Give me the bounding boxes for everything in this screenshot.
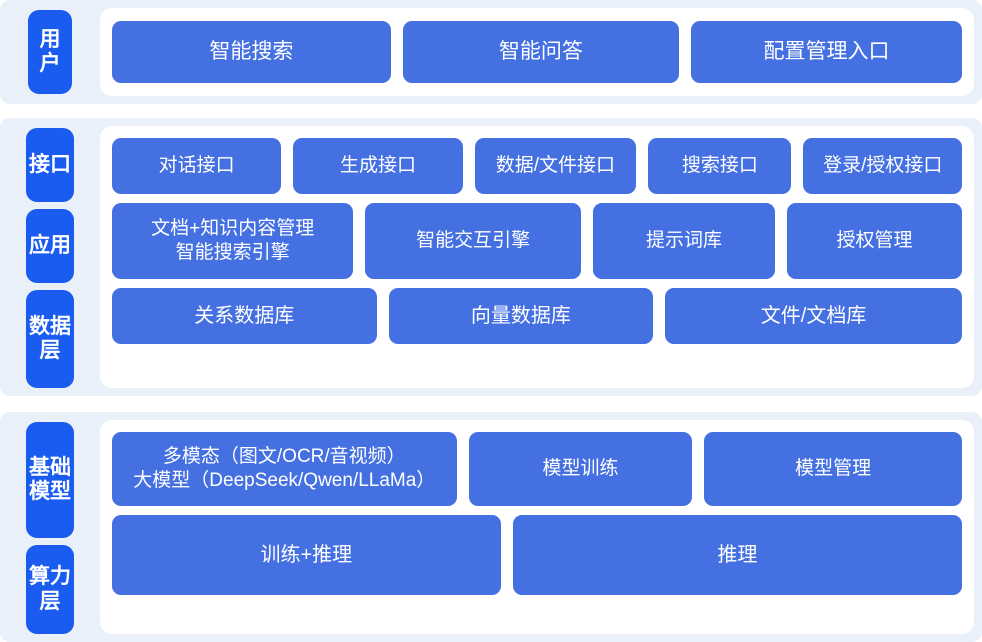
layer-tab-interface[interactable]: 接口 [26, 128, 74, 202]
node-label: 文件/文档库 [760, 304, 867, 327]
node-vector-database[interactable]: 向量数据库 [388, 288, 654, 344]
node-search-interface[interactable]: 搜索接口 [648, 138, 792, 194]
node-label: 数据/文件接口 [495, 155, 616, 177]
layer-tab-user[interactable]: 用户 [28, 10, 72, 94]
node-label-line1: 多模态（图文/OCR/音视频） [162, 445, 406, 467]
node-label: 向量数据库 [470, 304, 571, 327]
node-smart-search[interactable]: 智能搜索 [112, 21, 391, 83]
node-label: 授权管理 [836, 230, 913, 252]
node-config-management-entry[interactable]: 配置管理入口 [690, 21, 962, 83]
card-user: 智能搜索 智能问答 配置管理入口 [100, 8, 974, 96]
node-smart-interaction-engine[interactable]: 智能交互引擎 [365, 203, 581, 279]
node-document-knowledge-management[interactable]: 文档+知识内容管理 智能搜索引擎 [112, 203, 354, 279]
node-smart-qa[interactable]: 智能问答 [402, 21, 679, 83]
row-applications: 文档+知识内容管理 智能搜索引擎 智能交互引擎 提示词库 授权管理 [112, 203, 962, 279]
node-label: 智能交互引擎 [416, 230, 531, 252]
tab-column-middle: 接口 应用 数据层 [0, 118, 100, 396]
node-label: 智能搜索 [209, 40, 294, 64]
row-user-entries: 智能搜索 智能问答 配置管理入口 [112, 21, 962, 83]
node-label: 登录/授权接口 [823, 155, 943, 177]
node-data-file-interface[interactable]: 数据/文件接口 [474, 138, 637, 194]
section-middle: 接口 应用 数据层 对话接口 生成接口 数据/文件接口 搜索接口 登录/授权接 [0, 118, 982, 396]
section-user: 用户 智能搜索 智能问答 配置管理入口 [0, 0, 982, 104]
row-interfaces: 对话接口 生成接口 数据/文件接口 搜索接口 登录/授权接口 [112, 138, 963, 194]
node-generation-interface[interactable]: 生成接口 [293, 138, 463, 194]
node-label: 训练+推理 [260, 543, 353, 566]
node-label-line1: 文档+知识内容管理 [151, 217, 315, 239]
node-multimodal-large-model[interactable]: 多模态（图文/OCR/音视频） 大模型（DeepSeek/Qwen/LLaMa） [112, 432, 457, 506]
node-prompt-library[interactable]: 提示词库 [592, 203, 776, 279]
node-label: 提示词库 [645, 230, 722, 252]
node-login-auth-interface[interactable]: 登录/授权接口 [803, 138, 963, 194]
node-inference[interactable]: 推理 [512, 515, 962, 595]
node-label: 模型训练 [542, 458, 619, 480]
layer-tab-data[interactable]: 数据层 [26, 289, 74, 388]
node-label-line2: 大模型（DeepSeek/Qwen/LLaMa） [133, 470, 436, 491]
row-foundation-models: 多模态（图文/OCR/音视频） 大模型（DeepSeek/Qwen/LLaMa）… [112, 432, 962, 506]
node-model-management[interactable]: 模型管理 [704, 432, 962, 506]
layer-tab-foundation-model[interactable]: 基础模型 [26, 422, 74, 539]
node-label: 智能问答 [498, 40, 583, 64]
card-bottom: 多模态（图文/OCR/音视频） 大模型（DeepSeek/Qwen/LLaMa）… [100, 420, 974, 634]
node-label: 模型管理 [795, 458, 872, 480]
node-training-plus-inference[interactable]: 训练+推理 [112, 515, 501, 595]
layer-tab-application[interactable]: 应用 [26, 208, 74, 283]
node-dialog-interface[interactable]: 对话接口 [112, 138, 282, 194]
node-authorization-management[interactable]: 授权管理 [787, 203, 962, 279]
node-label-line2: 智能搜索引擎 [175, 242, 290, 263]
section-bottom: 基础模型 算力层 多模态（图文/OCR/音视频） 大模型（DeepSeek/Qw… [0, 412, 982, 642]
tab-column-user: 用户 [0, 0, 100, 104]
node-label: 生成接口 [339, 155, 416, 177]
node-label: 配置管理入口 [763, 40, 890, 64]
node-model-training[interactable]: 模型训练 [468, 432, 693, 506]
node-label: 推理 [717, 543, 758, 566]
node-relational-database[interactable]: 关系数据库 [112, 288, 377, 344]
card-middle: 对话接口 生成接口 数据/文件接口 搜索接口 登录/授权接口 文档+知识内容管理 [100, 126, 974, 388]
node-label: 搜索接口 [681, 155, 758, 177]
layer-tab-compute[interactable]: 算力层 [26, 545, 74, 634]
row-data-stores: 关系数据库 向量数据库 文件/文档库 [112, 288, 962, 344]
node-file-document-store[interactable]: 文件/文档库 [665, 288, 962, 344]
row-compute: 训练+推理 推理 [112, 515, 962, 595]
node-label: 对话接口 [158, 155, 235, 177]
node-label: 关系数据库 [194, 304, 295, 327]
tab-column-bottom: 基础模型 算力层 [0, 412, 100, 642]
